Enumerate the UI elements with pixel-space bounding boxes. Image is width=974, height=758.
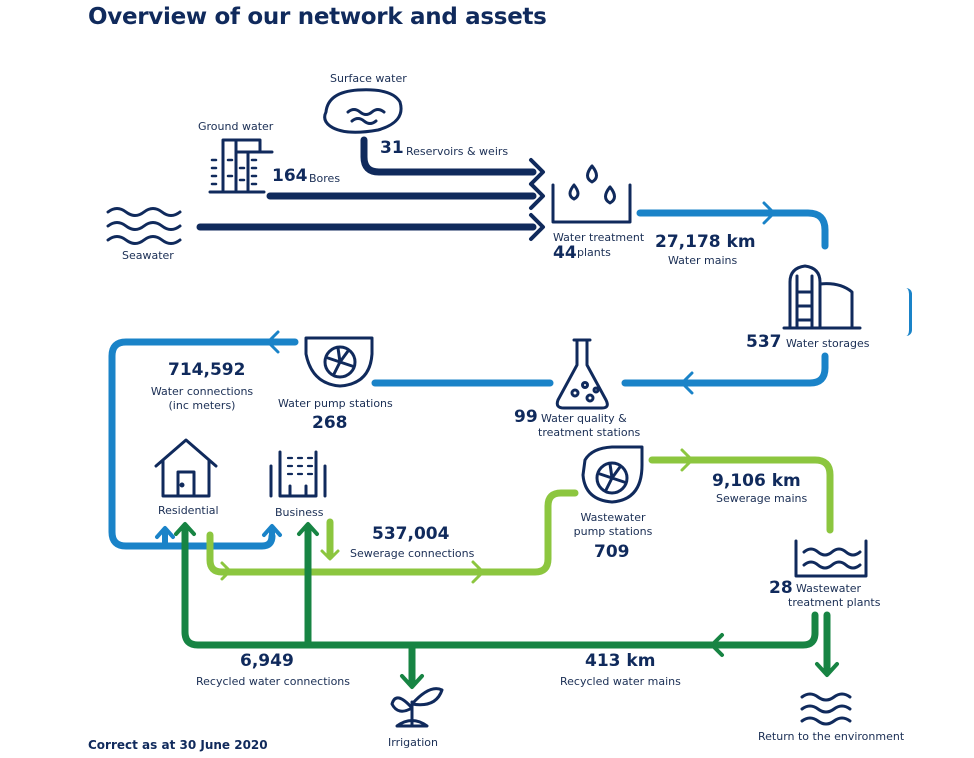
arrow-down-icon (220, 561, 232, 581)
arrow-right-icon (529, 213, 545, 241)
right-edge-pipe-fragment (906, 288, 912, 336)
arrow-down-icon (815, 662, 839, 677)
arrow-down-icon (320, 549, 340, 561)
recycled-connections-label: Recycled water connections (196, 675, 350, 688)
quality-label-1: Water quality & (541, 412, 627, 425)
arrow-up-icon (297, 522, 319, 536)
connections-label-1: Water connections (150, 385, 254, 398)
bores-count: 164 (272, 166, 308, 186)
sewerage-mains-value: 9,106 km (712, 471, 801, 491)
potable-water-pipe (108, 209, 829, 550)
recycled-arrowheads (174, 522, 839, 689)
treatment-plants-count: 44 (553, 243, 577, 263)
page-title: Overview of our network and assets (88, 4, 547, 30)
potable-arrowheads (266, 201, 776, 395)
wastewater-treatment-icon (794, 539, 868, 578)
business-label: Business (275, 506, 324, 519)
source-pipes (196, 136, 537, 231)
water-mains-value: 27,178 km (655, 232, 756, 252)
sewerage-pipe (206, 456, 834, 576)
bores-label: Bores (309, 172, 341, 185)
arrow-left-icon (680, 371, 694, 395)
recycled-mains-value: 413 km (585, 651, 656, 671)
sewerage-connections-label: Sewerage connections (350, 547, 475, 560)
ground-water-label: Ground water (198, 120, 274, 133)
reservoirs-count: 31 (380, 138, 404, 158)
seawater-label: Seawater (122, 249, 174, 262)
return-environment-label: Return to the environment (758, 730, 905, 743)
treatment-plants-label-2: plants (577, 246, 611, 259)
water-mains-label: Water mains (668, 254, 738, 267)
recycled-mains-label: Recycled water mains (560, 675, 681, 688)
arrow-left-icon (266, 330, 280, 354)
recycled-connections-value: 6,949 (240, 651, 294, 671)
arrow-right-icon (680, 448, 694, 472)
quality-count: 99 (514, 407, 538, 427)
water-treatment-icon (551, 164, 632, 224)
arrow-left-icon (710, 633, 724, 657)
ww-plants-count: 28 (769, 578, 793, 598)
reservoirs-label: Reservoirs & weirs (406, 145, 509, 158)
sewerage-arrowheads (220, 448, 694, 584)
arrow-right-icon (762, 201, 776, 225)
arrow-right-icon (471, 560, 485, 584)
pump-icon (304, 336, 374, 388)
recycled-water-pipe (181, 526, 831, 686)
arrow-right-icon (529, 158, 545, 186)
ww-plants-label-2: treatment plants (788, 596, 881, 609)
pump-stations-count: 268 (312, 413, 348, 433)
return-environment-icon (800, 692, 852, 726)
potable-delivery-arrows (155, 524, 282, 549)
storages-label: Water storages (786, 337, 870, 350)
ww-pump-label-1: Wastewater (580, 511, 646, 524)
seawater-icon (106, 207, 182, 245)
connections-value: 714,592 (168, 360, 246, 380)
arrow-right-icon (529, 182, 545, 210)
connections-label-2: (inc meters) (168, 399, 236, 412)
bore-icon (208, 138, 274, 194)
arrow-up-icon (174, 522, 196, 536)
irrigation-label: Irrigation (388, 736, 438, 749)
residential-label: Residential (158, 504, 219, 517)
plant-icon (390, 687, 444, 728)
ww-plants-label-1: Wastewater (796, 582, 862, 595)
arrow-down-icon (400, 674, 424, 689)
pump-stations-label: Water pump stations (278, 397, 393, 410)
ww-pump-count: 709 (594, 542, 630, 562)
wastewater-pump-icon (581, 445, 644, 504)
treatment-plants-label: Water treatment (553, 231, 645, 244)
surface-water-pipe (360, 136, 537, 176)
sewerage-connections-value: 537,004 (372, 524, 450, 544)
ww-pump-label-2: pump stations (573, 525, 653, 538)
water-storage-icon (782, 264, 862, 330)
house-icon (154, 438, 218, 498)
storages-count: 537 (746, 332, 782, 352)
source-arrowheads (529, 158, 545, 241)
surface-water-icon (323, 88, 403, 134)
flask-icon (555, 338, 609, 410)
quality-label-2: treatment stations (538, 426, 641, 439)
building-icon (269, 450, 327, 498)
footnote: Correct as at 30 June 2020 (88, 738, 268, 752)
surface-water-label: Surface water (330, 72, 407, 85)
sewerage-mains-label: Sewerage mains (716, 492, 808, 505)
